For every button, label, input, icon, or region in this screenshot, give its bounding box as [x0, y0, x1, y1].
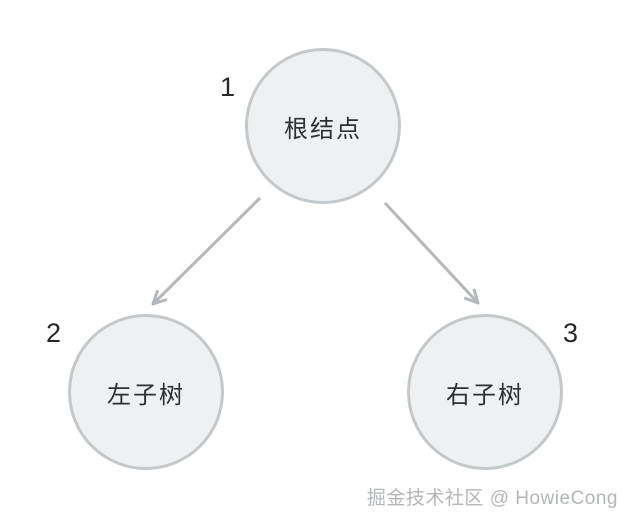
- edge-root-to-right-arrow: [383, 201, 480, 305]
- node-right-subtree-number: 3: [563, 318, 579, 348]
- watermark-text: 掘金技术社区 @ HowieCong: [366, 488, 618, 509]
- node-left-subtree-label: 左子树: [107, 381, 185, 409]
- node-left-subtree: 左子树: [68, 314, 224, 470]
- node-root-number: 1: [220, 72, 236, 102]
- node-left-subtree-number: 2: [46, 318, 62, 348]
- node-root: 根结点: [245, 48, 401, 204]
- node-right-subtree-label: 右子树: [446, 381, 524, 409]
- node-right-subtree: 右子树: [407, 314, 563, 470]
- edge-root-to-left-arrow: [151, 196, 262, 306]
- node-root-label: 根结点: [284, 115, 362, 143]
